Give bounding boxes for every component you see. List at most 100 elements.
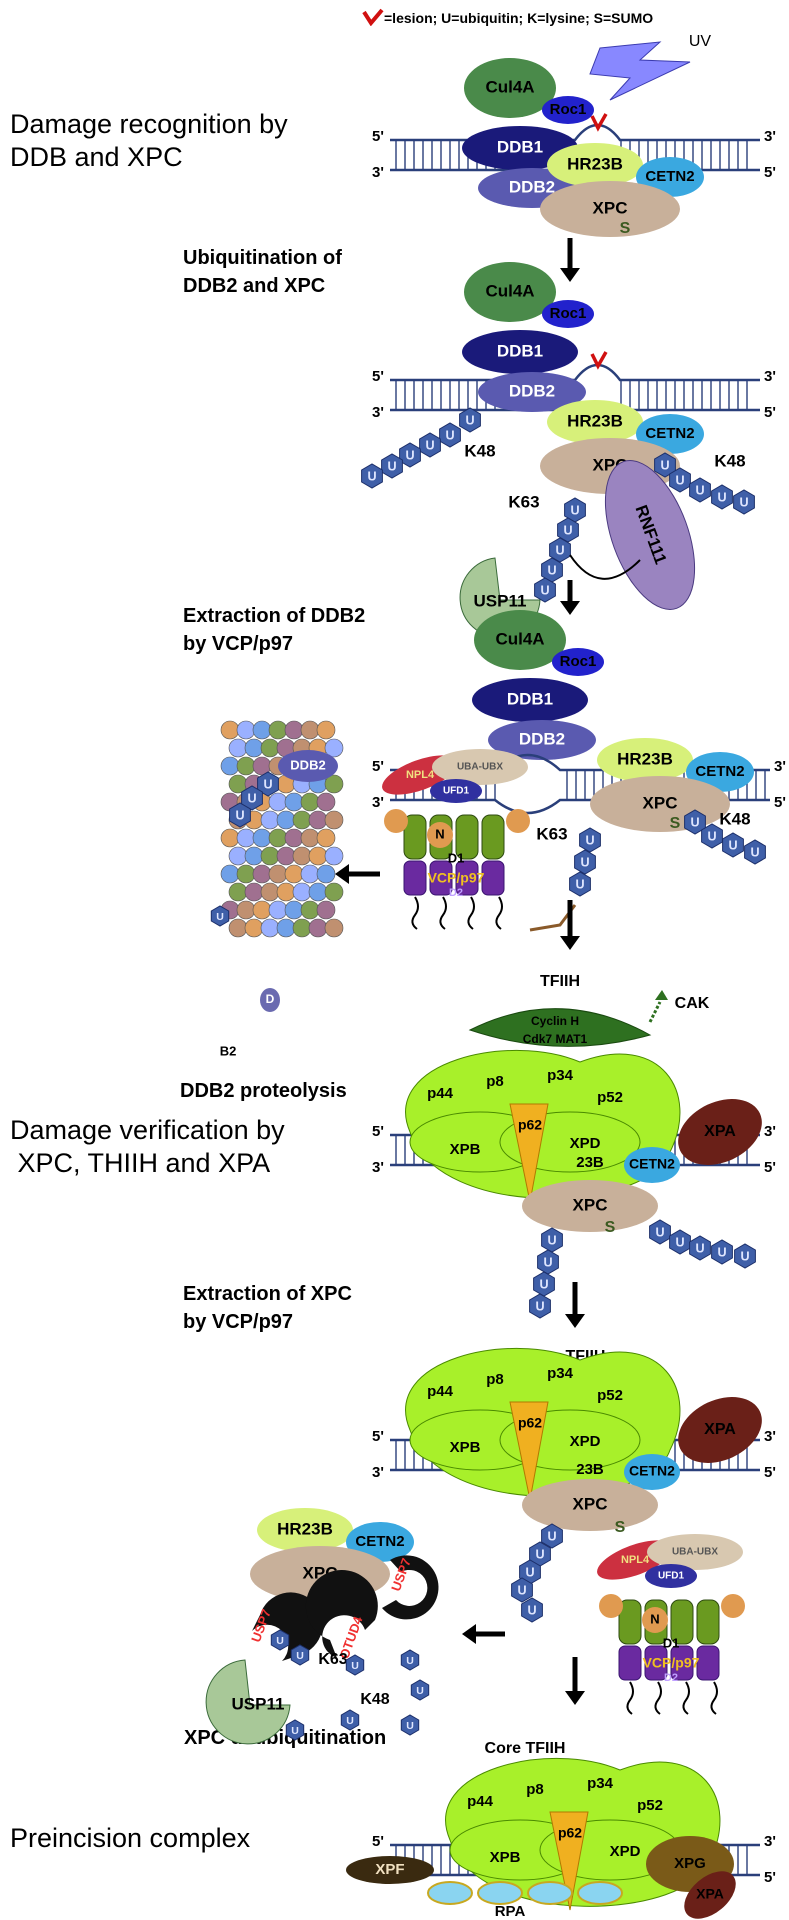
xpc-step1-xpc-label: XPC [593,198,628,217]
tfiih-step4-p62-label: p62 [518,1117,542,1133]
step-extraction-ddb2: Extraction of DDB2 by VCP/p97 [183,605,366,655]
proteasome-subunit [220,720,240,740]
xpc-step3-xpc-label: XPC [643,793,678,812]
otud4 [305,1570,378,1658]
ub-chain-xpc-k63-2 [549,537,571,563]
dna-step2-5prime-bottom: 5' [764,404,776,421]
xpg-label: XPG [674,1855,706,1872]
ub-chain-ddb2-4 [381,453,403,479]
proteasome-subunit [236,864,256,884]
proteasome-subunit [308,846,328,866]
ub-chain-proteasome-0 [257,771,279,797]
ub-chain-proteasome-2 [229,802,251,828]
ddb-step2-ddb2 [478,372,586,412]
proteasome-subunit [284,720,304,740]
ub-chain-step3-k63-1 [574,849,596,875]
xpc-step1-sumo: S [620,220,631,237]
tfiih-step7-p8: p8 [526,1781,544,1798]
dna-step4-3prime-top: 3' [764,1123,776,1140]
ddb-step1-cul4a [464,58,556,118]
step-preincision: Preincision complex [10,1823,251,1853]
step-damage-recognition: Damage recognition by DDB and XPC [10,109,288,172]
xpc-step6-hr23b-label: HR23B [277,1519,333,1538]
xpc-step2-cetn2-label: CETN2 [645,425,694,442]
vcp-step5-n-domain-right [721,1594,745,1618]
tfiih-step5-xpa [678,1397,762,1463]
vcp-step5-ring-d1 [618,1599,642,1645]
proteasome-subunit [244,918,264,938]
proteasome-subunit [324,882,344,902]
ub-chain-xpc-k63-4-label: U [540,583,549,597]
proteasome-subunit [236,828,256,848]
vcp-step3-tail [411,896,419,930]
proteasome-subunit [308,882,328,902]
ub-chain-step4-0 [649,1219,671,1245]
cak-label: CAK [675,995,710,1012]
tfiih-step7-p52: p52 [637,1797,663,1814]
proteasome-subunit [284,792,304,812]
proteasome-subunit [276,846,296,866]
dna-step7-5prime-top: 5' [372,1833,384,1850]
vcp-step3-n-domain-right [506,809,530,833]
ub-chain-xpc-k48-4 [733,489,755,515]
dna-step2-3prime-top: 3' [764,368,776,385]
fragment-b2: B2 [220,1043,237,1058]
vcp-step3-vcp-label: VCP/p97 [428,870,485,886]
dna-step1-3prime-bottom: 3' [372,164,384,181]
ub-chain-proteasome-2-label: U [235,808,244,822]
ub-chain-ddb2-2 [419,432,441,458]
vcp-step5-d1-label: D1 [663,1635,680,1650]
ddb-step2-ddb2-label: DDB2 [509,381,555,400]
vcp-step3-tail [439,896,447,930]
arrow-step3-head [560,936,580,950]
proteasome-subunit [236,720,256,740]
uv-bolt-icon [589,41,691,101]
step-damage-verification: Damage verification by XPC, THIIH and XP… [10,1115,285,1178]
dna-step3-5prime-top: 5' [372,758,384,775]
proteasome-subunit [228,882,248,902]
ddb-step3-ddb2-label: DDB2 [519,729,565,748]
vcp-step3-ufd1 [430,779,482,803]
legend: =lesion; U=ubiquitin; K=lysine; S=SUMO [362,8,653,27]
proteasome-subunit [324,738,344,758]
arrow-step4-head [565,1314,585,1328]
vcp-step5-ring-d2 [618,1645,642,1681]
ub-chain-xpc-k48-3 [711,484,733,510]
ddb-step3-ddb1-label: DDB1 [507,689,553,708]
ub-chain-ddb2-0-label: U [465,413,474,427]
ub-chain-step3-3-label: U [750,845,759,859]
ub-chain-step5-3 [511,1577,533,1603]
proteasome-subunit [300,900,320,920]
tfiih-step7-p62-label: p62 [558,1825,582,1841]
xpc-step1-cetn2-label: CETN2 [645,168,694,185]
ub-chain-step4-4-label: U [740,1249,749,1263]
vcp-step5-n-domain [642,1607,668,1633]
proteasome-subunit [316,900,336,920]
proteasome-subunit [244,738,264,758]
dna-step1-5prime-top: 5' [372,128,384,145]
ub-chain-step3-k63-0 [579,827,601,853]
ddb-step1-roc1 [542,96,594,124]
tfiih-step7-p44: p44 [467,1793,494,1810]
tfiih-step4-p34: p34 [547,1067,574,1084]
proteasome-subunit [324,846,344,866]
tfiih-step5-xpb-label: XPB [450,1439,481,1456]
cyclin-h: Cyclin H [531,1014,579,1028]
ub-chain-xpc-k63-0-label: U [570,503,579,517]
usp7-right [382,1555,439,1620]
proteasome-subunit [284,900,304,920]
proteasome-subunit [268,792,288,812]
proteasome-subunit [292,918,312,938]
vcp-step3-ring-d1 [403,814,427,860]
ub-chain-ddb2-1 [439,422,461,448]
tfiih-step5-p44: p44 [427,1383,454,1400]
ub-chain-step4-k63-1-label: U [543,1255,552,1269]
dna-step7-3prime-top: 3' [764,1833,776,1850]
ub-chain-step5-0 [541,1523,563,1549]
tfiih-step4-xpb-label: XPB [450,1141,481,1158]
tfiih-step5-p34: p34 [547,1365,574,1382]
dna-step1-3prime-top: 3' [764,128,776,145]
ddb-step3-cul4a-label: Cul4A [495,629,544,648]
ddb-step2-ddb1 [462,330,578,374]
vcp-step5-ring-d2 [644,1645,668,1681]
